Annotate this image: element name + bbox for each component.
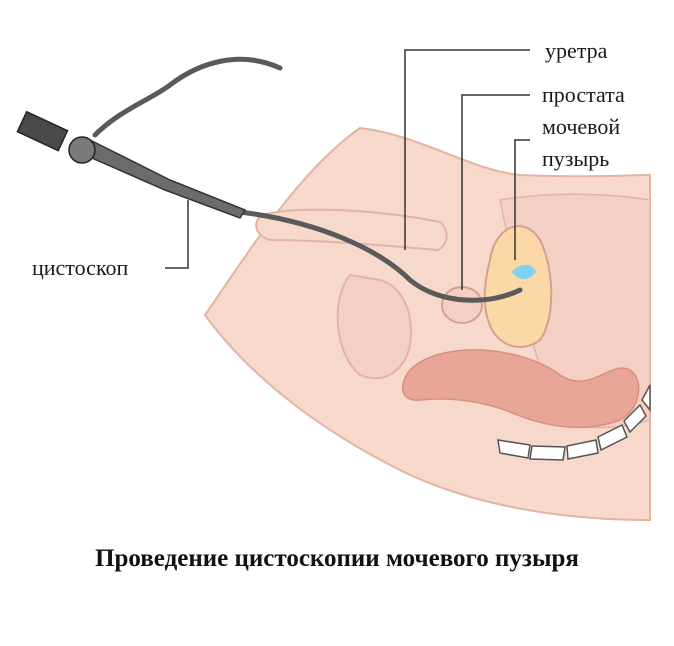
- cystoscope-icon: [16, 56, 523, 303]
- urethra-label: уретра: [545, 38, 608, 63]
- bladder: [483, 225, 553, 349]
- prostate: [441, 286, 483, 324]
- prostate-leader: [461, 94, 530, 290]
- cystoscope-leader: [165, 200, 189, 269]
- bladder-label-line1: мочевой: [542, 114, 621, 139]
- light-cable: [92, 56, 283, 138]
- bladder-label-line2: пузырь: [542, 146, 610, 171]
- bladder-leader: [514, 139, 530, 260]
- diagram-caption: Проведение цистоскопии мочевого пузыря: [95, 545, 579, 572]
- prostate-label: простата: [542, 82, 625, 107]
- leader-lines: [165, 49, 530, 290]
- vertebrae: [497, 384, 651, 461]
- cystoscope-joint: [68, 136, 96, 164]
- eyepiece: [16, 110, 69, 152]
- rectum: [401, 349, 640, 429]
- penis: [255, 208, 448, 252]
- scrotum: [336, 273, 412, 380]
- bladder-fluid: [512, 264, 536, 280]
- urethra-leader: [404, 49, 530, 250]
- cystoscope-label: цистоскоп: [32, 255, 129, 280]
- cystoscope-shaft: [237, 209, 523, 303]
- cystoscope-sheath: [84, 138, 247, 219]
- pelvis-body: [203, 126, 651, 522]
